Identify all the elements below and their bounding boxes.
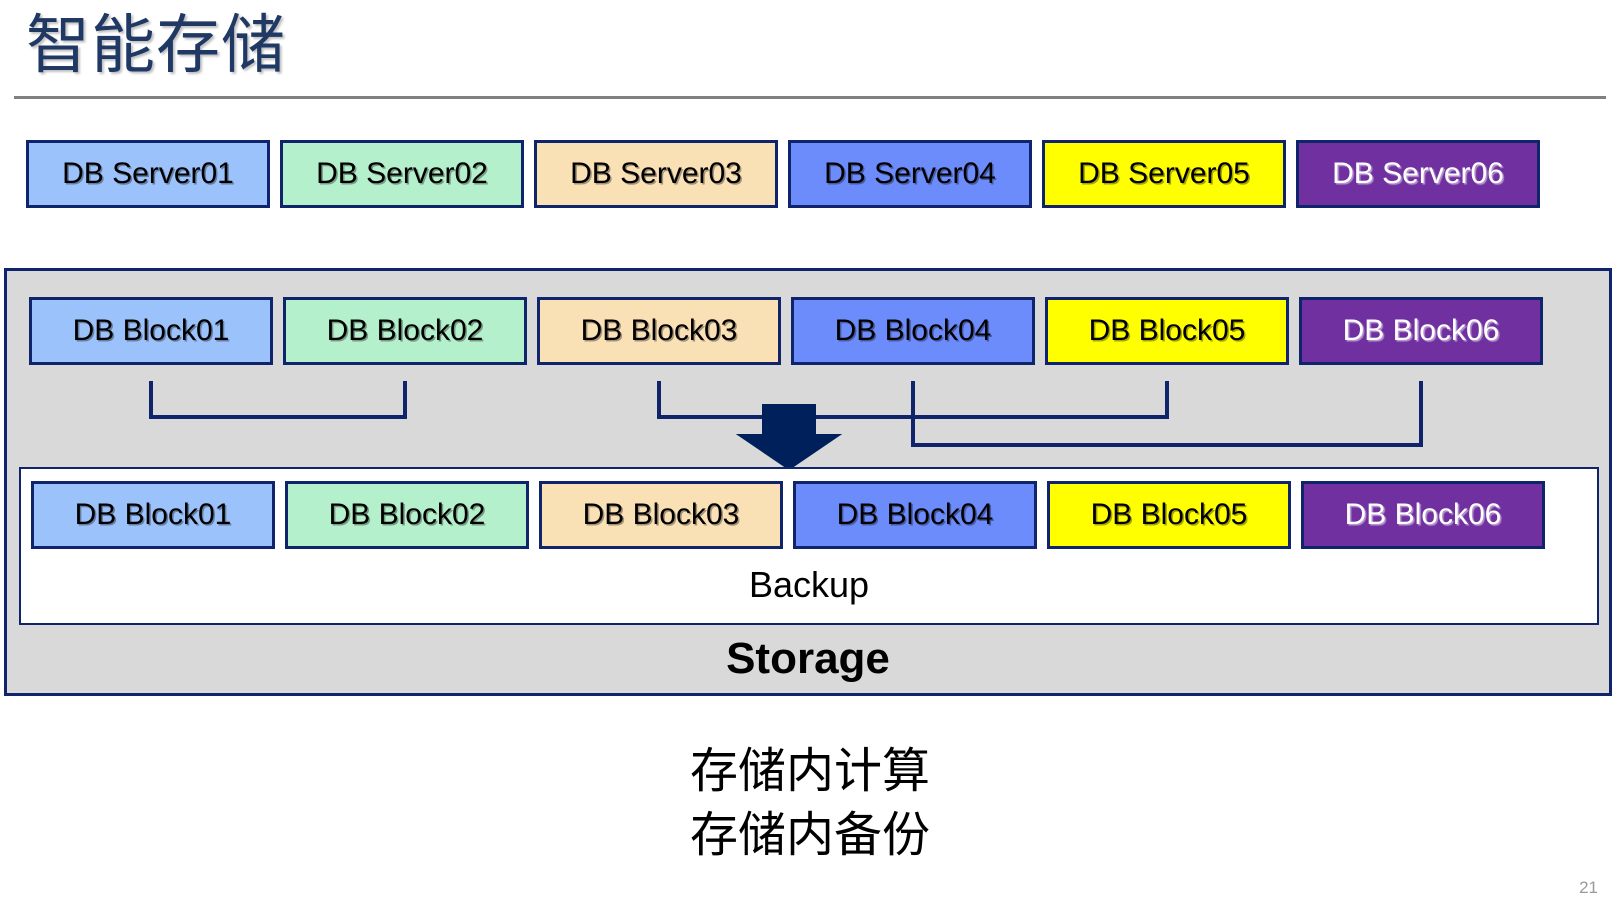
db-block-box-primary-label: DB Block05 [1088,314,1246,347]
slide-caption: 存储内计算 存储内备份 [0,740,1620,868]
db-block-box-primary-label: DB Block06 [1342,314,1500,347]
db-server-box-4: DB Server04 [788,140,1032,208]
db-block-box-backup-2: DB Block02 [285,481,529,549]
db-server-box-label: DB Server02 [316,157,488,190]
db-block-box-backup-label: DB Block03 [582,498,740,531]
db-block-box-primary-label: DB Block04 [834,314,992,347]
caption-line-2: 存储内备份 [689,809,930,862]
db-block-box-primary-label: DB Block03 [580,314,738,347]
db-block-box-backup-3: DB Block03 [539,481,783,549]
db-server-box-label: DB Server04 [824,157,996,190]
db-block-box-backup-label: DB Block05 [1090,498,1248,531]
title-divider [14,96,1606,99]
db-block-box-primary-label: DB Block02 [326,314,484,347]
db-block-box-backup-label: DB Block01 [74,498,232,531]
db-block-box-primary-3: DB Block03 [537,297,781,365]
db-server-box-6: DB Server06 [1296,140,1540,208]
backup-label: Backup [748,564,870,605]
db-block-box-primary-4: DB Block04 [791,297,1035,365]
db-server-box-label: DB Server01 [62,157,234,190]
db-block-row-backup: DB Block01 DB Block02 DB Block03 DB Block04… [21,469,1601,627]
db-server-box-label: DB Server03 [570,157,742,190]
page-number: 21 [1579,878,1598,897]
db-block-box-backup-label: DB Block04 [836,498,994,531]
db-server-box-5: DB Server05 [1042,140,1286,208]
db-block-box-backup-6: DB Block06 [1301,481,1545,549]
db-server-box-1: DB Server01 [26,140,270,208]
db-block-box-primary-label: DB Block01 [72,314,230,347]
db-block-box-backup-1: DB Block01 [31,481,275,549]
caption-line-1: 存储内计算 [689,745,930,798]
db-block-box-primary-2: DB Block02 [283,297,527,365]
db-server-box-2: DB Server02 [280,140,524,208]
db-server-box-label: DB Server05 [1078,157,1250,190]
db-block-box-primary-6: DB Block06 [1299,297,1543,365]
db-server-box-label: DB Server06 [1332,157,1504,190]
db-block-box-primary-5: DB Block05 [1045,297,1289,365]
page-title: 智能存储 [26,9,286,81]
db-server-box-3: DB Server03 [534,140,778,208]
db-block-box-backup-label: DB Block02 [328,498,486,531]
db-block-box-backup-label: DB Block06 [1344,498,1502,531]
storage-label: Storage [726,634,890,683]
db-block-box-primary-1: DB Block01 [29,297,273,365]
db-block-box-backup-4: DB Block04 [793,481,1037,549]
db-block-box-backup-5: DB Block05 [1047,481,1291,549]
db-block-row-primary: DB Block01 DB Block02 DB Block03 DB Block04… [7,271,1615,699]
storage-container: DB Block01 DB Block02 DB Block03 DB Block04… [4,268,1612,696]
backup-container: DB Block01 DB Block02 DB Block03 DB Block04… [19,467,1599,625]
